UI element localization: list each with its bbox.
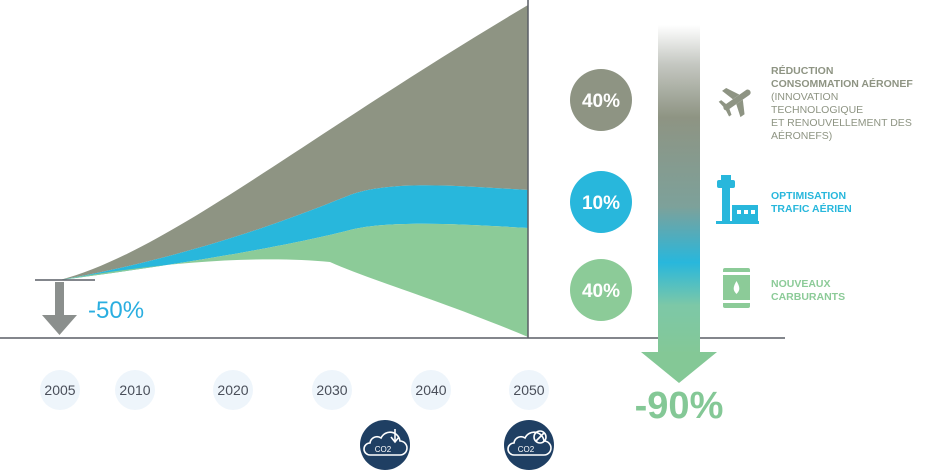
area-layer-aircraft-consumption [60, 5, 528, 280]
co2-text: CO2 [375, 445, 392, 454]
fuel-barrel-icon [721, 268, 752, 308]
legend-title-line: CARBURANTS [771, 291, 846, 303]
x-tick-label: 2050 [513, 382, 544, 398]
legend-subtitle-line: ET RENOUVELLEMENT DES [771, 117, 912, 129]
area-layer-air-traffic-optimisation [60, 185, 528, 280]
percent-label: 40% [582, 91, 620, 112]
legend-title-line: CONSOMMATION AÉRONEF [771, 78, 913, 90]
legend-title-line: RÉDUCTION [771, 65, 834, 77]
x-tick-label: 2040 [415, 382, 446, 398]
down-arrow-icon [42, 315, 77, 335]
co2-text: CO2 [518, 445, 535, 454]
x-tick-label: 2020 [217, 382, 248, 398]
x-tick-2040: 2040 [411, 370, 451, 410]
legend-title-line: NOUVEAUX [771, 278, 831, 290]
legend-subtitle-line: AÉRONEFS) [771, 130, 833, 142]
percent-badge-fuels: 40% [570, 259, 632, 321]
legend-title-line: TRAFIC AÉRIEN [771, 203, 852, 215]
legend-aircraft-consumption: RÉDUCTION CONSOMMATION AÉRONEF (INNOVATI… [771, 65, 929, 143]
legend-new-fuels: NOUVEAUX CARBURANTS [771, 278, 845, 304]
control-tower-icon [716, 175, 759, 224]
area-layer-new-fuels [60, 223, 528, 337]
x-tick-label: 2030 [316, 382, 347, 398]
percent-label: 40% [582, 281, 620, 302]
legend-air-traffic-optimisation: OPTIMISATION TRAFIC AÉRIEN [771, 190, 852, 216]
co2-neutral-icon: CO2 [504, 420, 554, 470]
percent-badge-aircraft: 40% [570, 69, 632, 131]
percent-badge-traffic: 10% [570, 171, 632, 233]
x-tick-2020: 2020 [213, 370, 253, 410]
percent-label: 10% [582, 193, 620, 214]
total-reduction-arrow [641, 25, 717, 383]
co2-reduction-icon: CO2 [360, 420, 410, 470]
x-tick-2010: 2010 [115, 370, 155, 410]
legend-subtitle-line: (INNOVATION TECHNOLOGIQUE [771, 91, 864, 116]
x-tick-label: 2005 [44, 382, 75, 398]
reduction-50-label: -50% [88, 297, 144, 324]
airplane-icon [718, 88, 751, 118]
down-arrow-shaft [55, 282, 64, 317]
x-tick-2005: 2005 [40, 370, 80, 410]
x-tick-label: 2010 [119, 382, 150, 398]
total-reduction-label: -90% [635, 385, 724, 427]
x-tick-2030: 2030 [312, 370, 352, 410]
legend-title-line: OPTIMISATION [771, 190, 847, 202]
x-tick-2050: 2050 [509, 370, 549, 410]
